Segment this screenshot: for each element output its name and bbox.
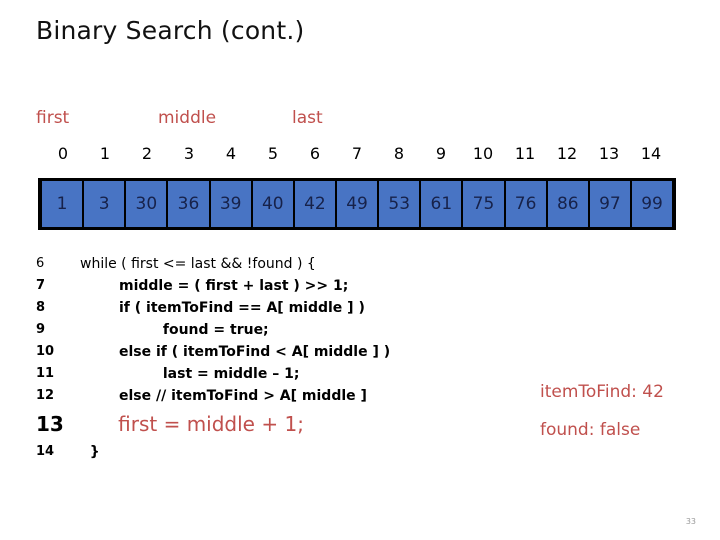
array-cell: 49	[336, 181, 378, 227]
array-cell: 53	[379, 181, 420, 227]
status-found: found: false	[540, 420, 641, 440]
array-index-cell: 6	[309, 144, 321, 163]
code-line-number: 11	[36, 366, 55, 381]
slide-number: 33	[685, 517, 696, 526]
array-cell: 39	[210, 181, 251, 227]
code-line-text: while ( first <= last && !found ) {	[80, 256, 316, 272]
pointer-label-first: first	[36, 108, 70, 128]
array-index-cell: 0	[57, 144, 69, 163]
array-cell: 40	[252, 181, 293, 227]
array-cell: 76	[505, 181, 546, 227]
code-line: 13 first = middle + 1;	[36, 407, 476, 441]
array-cell: 42	[294, 181, 335, 227]
code-line-text: else // itemToFind > A[ middle ]	[80, 388, 367, 404]
code-line-text: found = true;	[80, 322, 269, 338]
code-line: 8 if ( itemToFind == A[ middle ] )	[36, 297, 476, 319]
code-line: 6 while ( first <= last && !found ) {	[36, 253, 476, 275]
array-cell: 3	[84, 181, 125, 227]
array-index-cell: 5	[267, 144, 279, 163]
code-line-number: 9	[36, 322, 46, 337]
code-line-number: 7	[36, 278, 46, 293]
code-line: 11 last = middle – 1;	[36, 363, 476, 385]
array-index-cell: 12	[556, 144, 578, 163]
code-line-number: 12	[36, 388, 55, 403]
pointer-label-last: last	[292, 108, 323, 128]
array-index-cell: 7	[351, 144, 363, 163]
array-cell: 75	[463, 181, 504, 227]
code-line: 7 middle = ( first + last ) >> 1;	[36, 275, 476, 297]
array-index-cell: 10	[472, 144, 494, 163]
code-line-text: last = middle – 1;	[80, 366, 300, 382]
code-line-number: 8	[36, 300, 46, 315]
array-index-cell: 4	[225, 144, 237, 163]
array-index-cell: 2	[141, 144, 153, 163]
code-line-text: else if ( itemToFind < A[ middle ] )	[80, 344, 391, 360]
array-cell: 30	[126, 181, 167, 227]
code-line: 9 found = true;	[36, 319, 476, 341]
array-index-cell: 14	[640, 144, 662, 163]
array-index-cell: 11	[514, 144, 536, 163]
code-line: 12 else // itemToFind > A[ middle ]	[36, 385, 476, 407]
array-cell: 36	[168, 181, 209, 227]
code-line-text: first = middle + 1;	[80, 412, 304, 436]
array-cell: 97	[589, 181, 630, 227]
array-cell: 61	[421, 181, 462, 227]
array-index-cell: 13	[598, 144, 620, 163]
status-item-to-find: itemToFind: 42	[540, 382, 664, 402]
array-cell: 99	[631, 181, 673, 227]
code-line-number: 14	[36, 444, 55, 459]
code-line-number: 13	[36, 412, 64, 436]
array-index-cell: 1	[99, 144, 111, 163]
code-line: 14 }	[36, 441, 476, 463]
status-panel: itemToFind: 42 found: false	[540, 382, 710, 458]
array-index-cell: 3	[183, 144, 195, 163]
code-line-text: middle = ( first + last ) >> 1;	[80, 278, 349, 294]
array-index-cell: 8	[393, 144, 405, 163]
pointer-label-middle: middle	[158, 108, 217, 128]
page-title: Binary Search (cont.)	[36, 16, 305, 45]
code-line-number: 10	[36, 344, 55, 359]
code-line: 10 else if ( itemToFind < A[ middle ] )	[36, 341, 476, 363]
code-line-number: 6	[36, 256, 45, 271]
array-cell: 1	[42, 181, 83, 227]
code-line-text: if ( itemToFind == A[ middle ] )	[80, 300, 365, 316]
array-index-cell: 9	[435, 144, 447, 163]
array-cell: 86	[547, 181, 588, 227]
code-block: 6 while ( first <= last && !found ) { 7 mi…	[36, 253, 476, 463]
pointer-label-row: first middle last	[0, 108, 720, 134]
code-line-text: }	[80, 444, 100, 460]
